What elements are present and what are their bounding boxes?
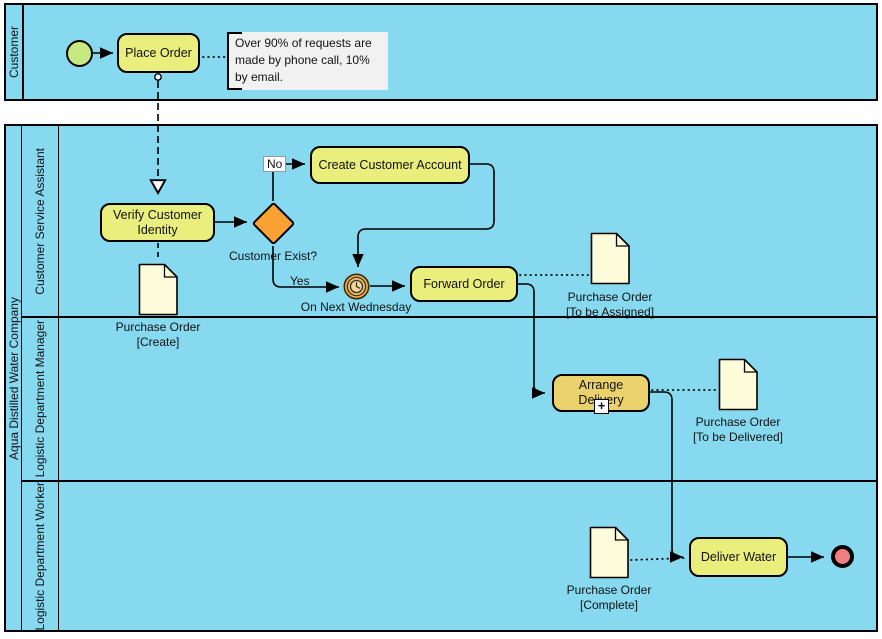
timer-label: On Next Wednesday [300, 300, 412, 314]
document-po-create-icon[interactable] [138, 263, 179, 316]
document-po-complete-icon[interactable] [589, 526, 630, 579]
pool-company-label-cell[interactable]: Aqua Distilled Water Company [6, 126, 22, 630]
document-po-delivered-label: Purchase Order[To be Delivered] [692, 415, 784, 444]
task-deliver-water[interactable]: Deliver Water [689, 537, 788, 577]
task-forward-order[interactable]: Forward Order [410, 266, 518, 302]
task-verify-customer-identity[interactable]: Verify Customer Identity [100, 203, 215, 242]
document-po-complete-label: Purchase Order[Complete] [566, 583, 652, 612]
lane-csa-label-cell[interactable]: Customer Service Assistant [22, 126, 59, 316]
flow-label-no: No [263, 156, 287, 172]
pool-customer-label-cell[interactable]: Customer [6, 5, 24, 99]
flow-label-yes: Yes [290, 274, 310, 288]
gateway-question-label: Customer Exist? [228, 249, 318, 263]
lane-manager-label: Logistic Department Manager [33, 319, 47, 478]
document-po-create-label: Purchase Order[Create] [115, 320, 201, 349]
text-annotation[interactable]: Over 90% of requests are made by phone c… [227, 32, 388, 90]
lane-customer-service-assistant[interactable]: Customer Service Assistant [22, 126, 876, 316]
lane-logistic-department-manager[interactable]: Logistic Department Manager [22, 315, 876, 480]
pool-customer-label: Customer [7, 25, 21, 78]
lane-logistic-department-worker[interactable]: Logistic Department Worker [22, 479, 876, 631]
task-create-customer-account-label: Create Customer Account [318, 157, 462, 172]
end-event-icon[interactable] [831, 545, 854, 568]
lane-manager-label-cell[interactable]: Logistic Department Manager [22, 317, 59, 480]
document-po-assigned-label: Purchase Order[To be Assigned] [565, 290, 655, 319]
timer-event-icon[interactable] [343, 273, 370, 300]
task-deliver-water-label: Deliver Water [700, 549, 777, 564]
task-place-order-label: Place Order [125, 45, 192, 60]
lane-worker-label: Logistic Department Worker [33, 481, 47, 631]
text-annotation-body: Over 90% of requests are made by phone c… [235, 36, 372, 84]
task-verify-customer-identity-label: Verify Customer Identity [113, 207, 202, 237]
task-forward-order-label: Forward Order [423, 276, 505, 291]
document-po-assigned-icon[interactable] [590, 232, 631, 285]
document-po-delivered-icon[interactable] [718, 358, 759, 411]
task-create-customer-account[interactable]: Create Customer Account [310, 146, 470, 184]
subprocess-plus-icon[interactable]: + [594, 399, 609, 414]
task-place-order[interactable]: Place Order [117, 33, 200, 73]
start-event-icon[interactable] [66, 40, 93, 67]
lane-csa-label: Customer Service Assistant [33, 147, 47, 295]
lane-worker-label-cell[interactable]: Logistic Department Worker [22, 481, 59, 631]
pool-company-label: Aqua Distilled Water Company [6, 296, 21, 460]
